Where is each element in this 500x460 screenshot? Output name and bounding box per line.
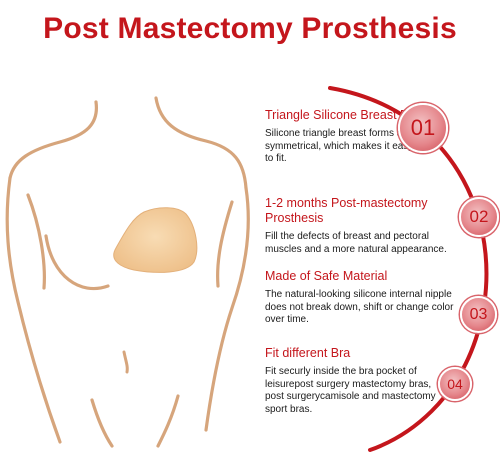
page-title: Post Mastectomy Prosthesis [43,12,457,45]
feature-heading: Fit different Bra [265,346,351,360]
left-armpit-outline [26,193,46,290]
feature-item: 1-2 months Post-mastectomy Prosthesis Fi… [265,196,465,256]
feature-description: Fill the defects of breast and pectoral … [265,231,447,255]
left-breast-outline [44,234,110,291]
feature-description: Fit securly inside the bra pocket of lei… [265,366,436,415]
breast-form-shape [113,207,198,273]
right-armpit-outline [216,200,234,288]
number-badge: 02 [459,197,499,237]
number-badge: 01 [398,103,448,153]
feature-item: Triangle Silicone Breast Form Silicone t… [265,108,465,166]
feature-description: Silicone triangle breast forms are symme… [265,128,414,164]
right-side-outline [204,186,250,432]
neck-right-outline [154,96,248,190]
feature-item: Made of Safe Material The natural-lookin… [265,269,465,327]
right-waist-outline [156,394,180,448]
feature-description: The natural-looking silicone internal ni… [265,289,454,325]
left-waist-outline [90,398,114,448]
number-badge: 03 [460,296,497,333]
navel [122,350,129,374]
feature-heading: Triangle Silicone Breast Form [265,108,430,122]
feature-item: Fit different Bra Fit securly inside the… [265,346,465,416]
feature-heading: Made of Safe Material [265,269,388,283]
number-badge: 04 [438,367,472,401]
left-side-outline [5,176,62,444]
feature-heading: 1-2 months Post-mastectomy Prosthesis [265,196,428,225]
neck-left-outline [8,100,99,180]
